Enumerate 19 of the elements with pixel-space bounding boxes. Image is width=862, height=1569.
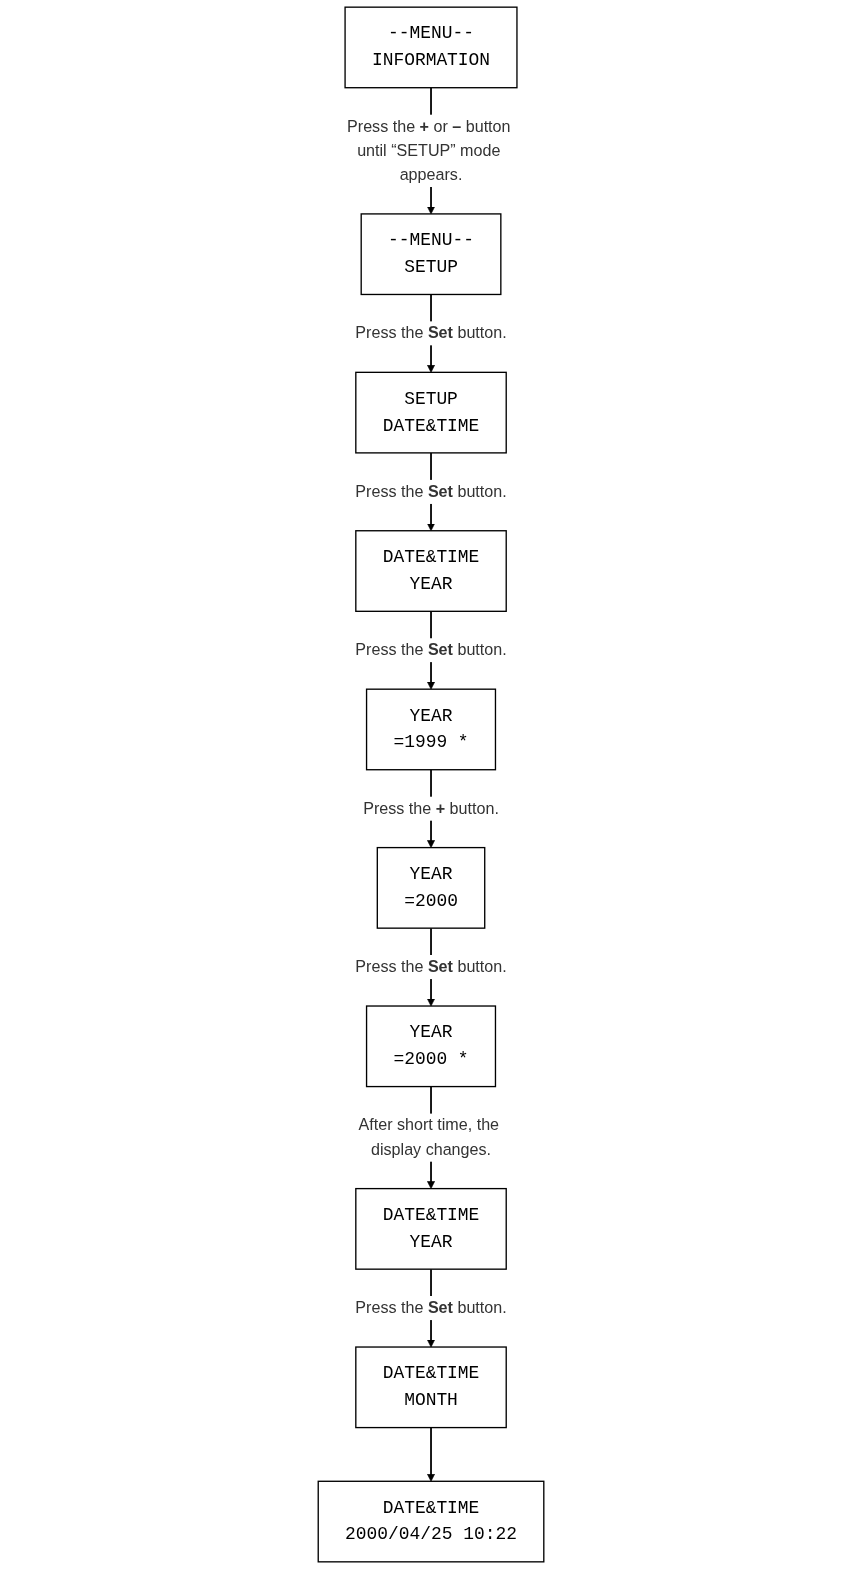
edge-label: After short time, the display changes.	[358, 1116, 500, 1159]
node-box: YEAR =2000	[376, 846, 486, 929]
node-box: DATE&TIME MONTH	[355, 1346, 507, 1429]
edge-label: Press the Set button.	[355, 482, 507, 501]
node-box: DATE&TIME 2000/04/25 10:22	[317, 1480, 545, 1563]
edge-label: Press the Set button.	[355, 640, 507, 659]
edge-label: Press the Set button.	[355, 957, 507, 976]
edge-label: Press the Set button.	[355, 324, 507, 342]
node-box: --MENU-- SETUP	[360, 213, 502, 296]
node-box: --MENU-- INFORMATION	[344, 6, 518, 89]
node-box: DATE&TIME YEAR	[355, 530, 507, 612]
edge-label: Press the + or – button until “SETUP” mode appears.	[347, 117, 511, 184]
node-box: SETUP DATE&TIME	[355, 371, 507, 454]
node-box: DATE&TIME YEAR	[355, 1187, 507, 1270]
node-box: YEAR =2000 *	[365, 1005, 497, 1088]
edge-label: Press the + button.	[363, 799, 499, 818]
arrow	[427, 1426, 435, 1482]
node-box: YEAR =1999 *	[365, 688, 497, 771]
edge-label: Press the Set button.	[355, 1298, 507, 1317]
